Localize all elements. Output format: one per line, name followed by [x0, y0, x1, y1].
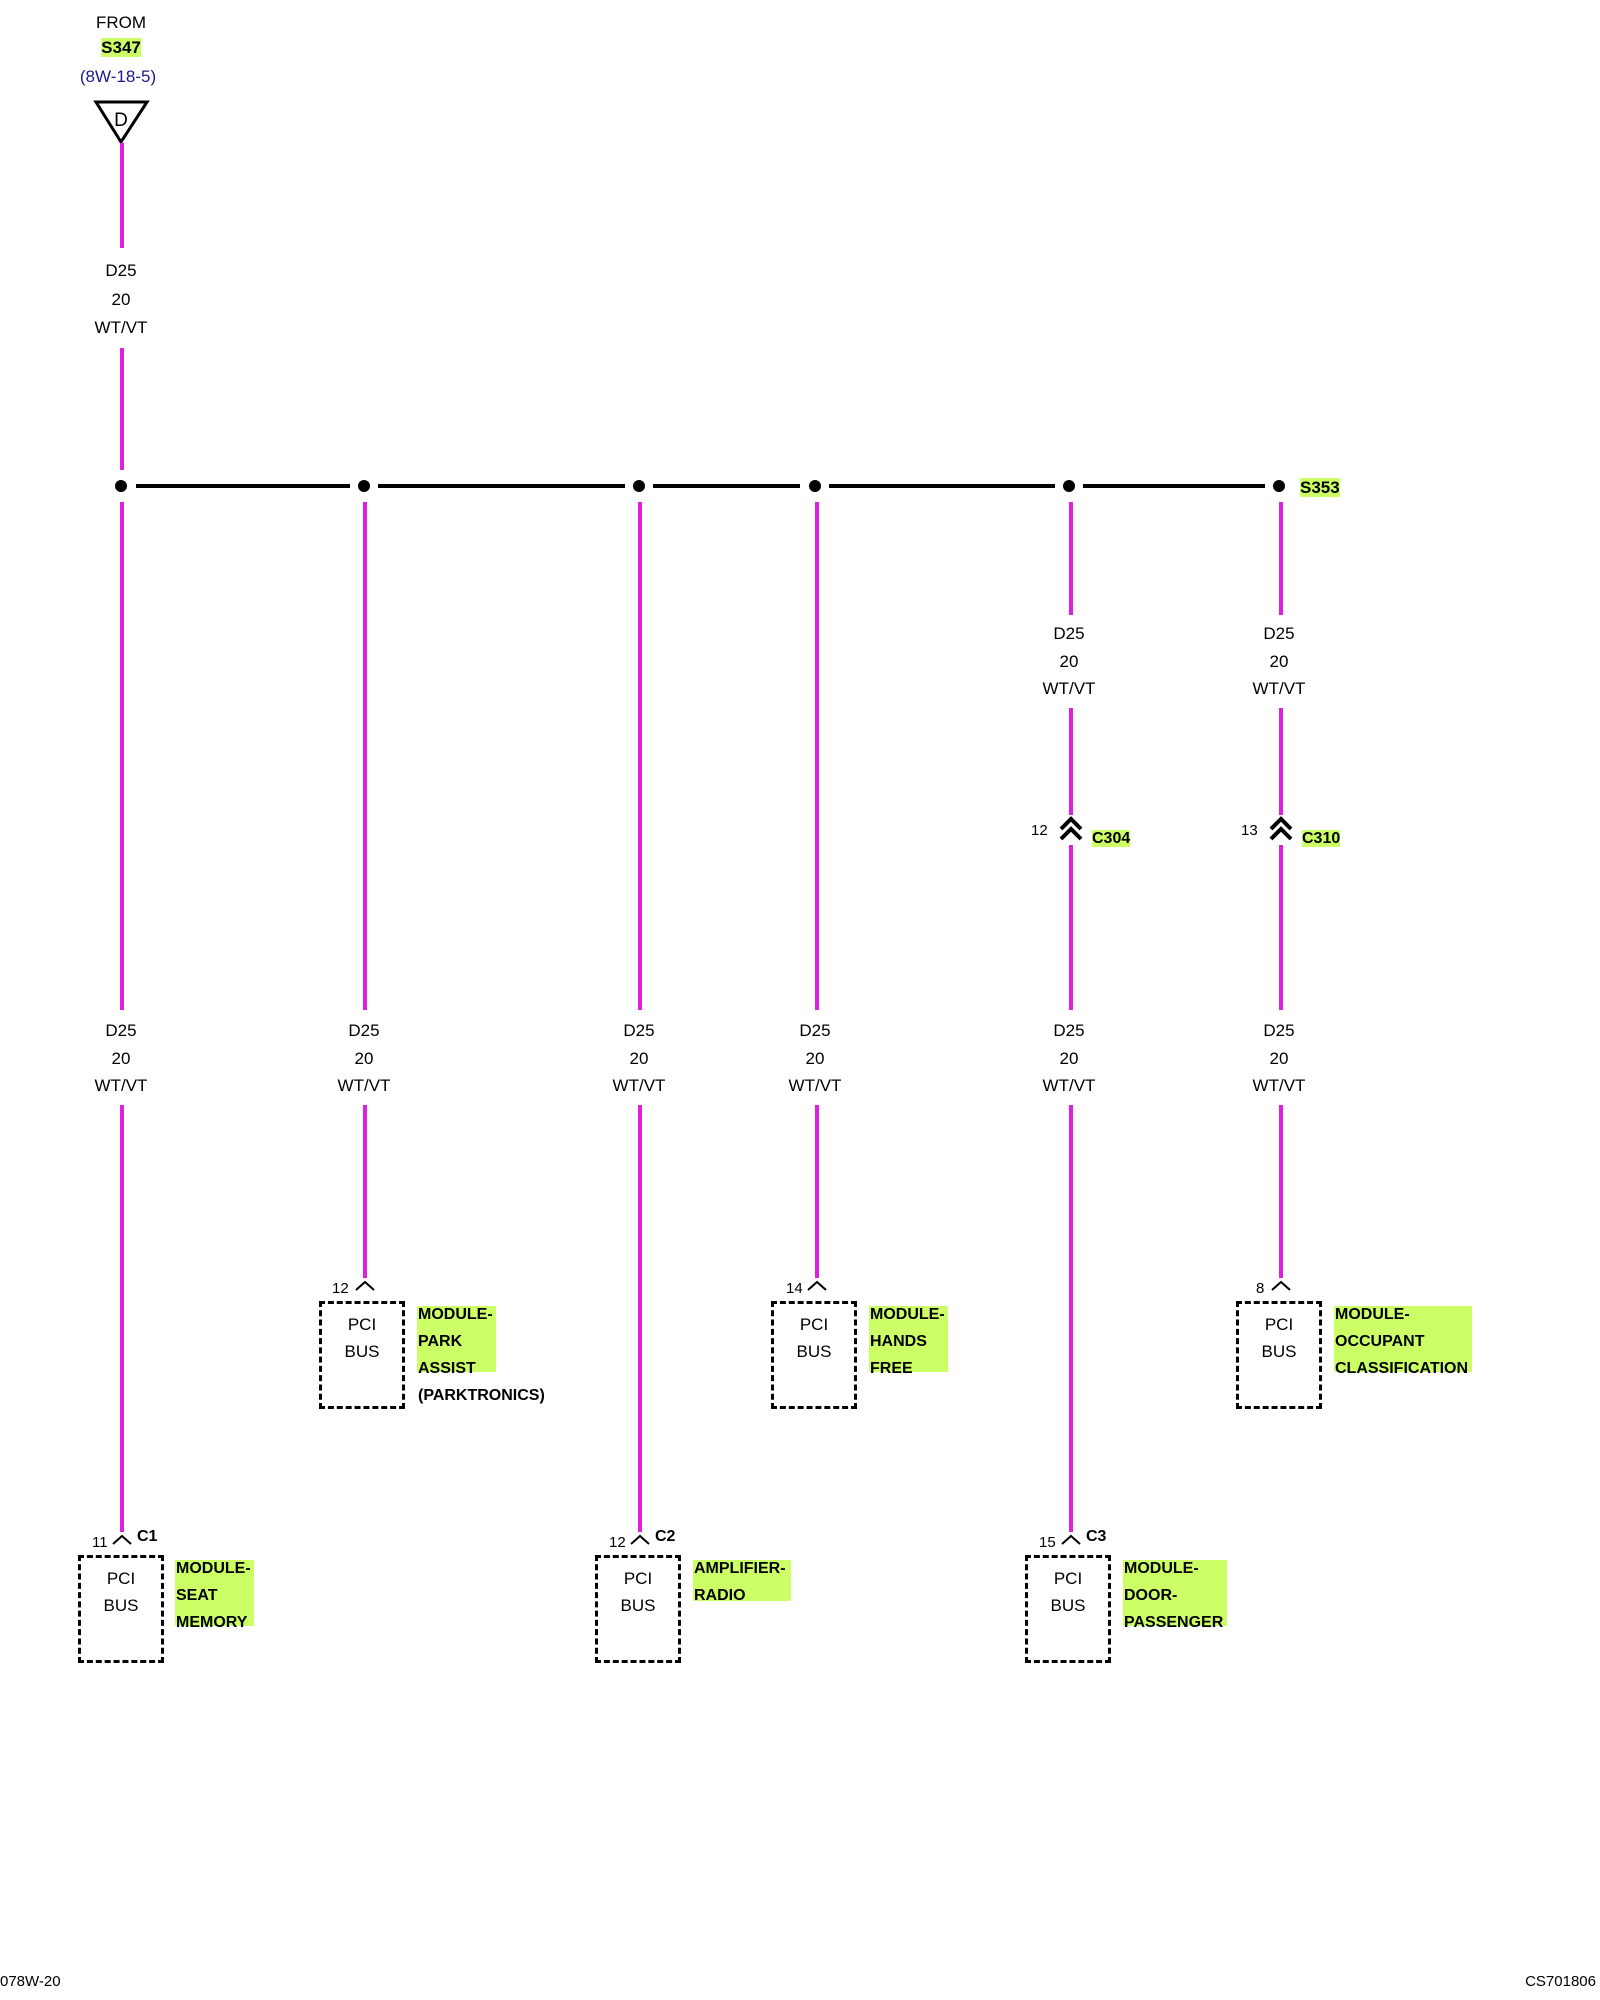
- wire-circuit: D25: [1053, 1021, 1085, 1040]
- source-page-ref: (8W-18-5): [79, 67, 157, 86]
- module-name: AMPLIFIER-RADIO: [694, 1560, 786, 1604]
- source-splice-label: S347: [101, 38, 141, 57]
- inline-connector-chevron: [1269, 816, 1293, 841]
- module-box: [595, 1555, 681, 1663]
- wire-color: WT/VT: [94, 1076, 148, 1095]
- wire-color: WT/VT: [1042, 679, 1096, 698]
- wire-gauge: 20: [1059, 652, 1079, 671]
- module-name-highlight: [1334, 1306, 1472, 1372]
- module-name-highlight: [417, 1306, 496, 1372]
- inline-connector-name: C304: [1092, 830, 1131, 847]
- wire-gauge: 20: [1059, 1049, 1079, 1068]
- module-pin: 14: [786, 1280, 803, 1297]
- wire-color: WT/VT: [612, 1076, 666, 1095]
- wire-circuit: D25: [348, 1021, 380, 1040]
- module-name-highlight: [1123, 1560, 1227, 1626]
- footer-right: CS701806: [1525, 1973, 1596, 1990]
- wire-circuit: D25: [799, 1021, 831, 1040]
- wire-gauge: 20: [1269, 652, 1289, 671]
- wire-gauge: 20: [629, 1049, 649, 1068]
- module-pin: 8: [1256, 1280, 1265, 1297]
- module-connector: C3: [1086, 1528, 1107, 1545]
- wire-circuit: D25: [1263, 624, 1295, 643]
- wire-circuit: D25: [1053, 624, 1085, 643]
- module-box: [771, 1301, 857, 1409]
- wire-color: WT/VT: [1042, 1076, 1096, 1095]
- wire-color: WT/VT: [337, 1076, 391, 1095]
- wire-color: WT/VT: [1252, 1076, 1306, 1095]
- module-pin: 15: [1039, 1534, 1056, 1551]
- from-label: FROM: [95, 13, 147, 32]
- module-pin: 11: [92, 1534, 108, 1551]
- end-splice-label: S353: [1300, 478, 1340, 497]
- module-name-highlight: [175, 1560, 254, 1626]
- wire-gauge: 20: [1269, 1049, 1289, 1068]
- footer-left: 078W-20: [0, 1973, 61, 1990]
- source-connector-symbol: [93, 100, 150, 145]
- module-box: [1025, 1555, 1111, 1663]
- pin-chevrons: [112, 1280, 1291, 1545]
- module-pin: 12: [332, 1280, 349, 1297]
- wire-color: WT/VT: [94, 318, 148, 337]
- wire-circuit: D25: [105, 261, 137, 280]
- branch-wires: [120, 502, 1283, 1532]
- inline-connector-name: C310: [1302, 830, 1341, 847]
- module-name: MODULE-DOOR-PASSENGER: [1124, 1560, 1224, 1631]
- wire-gauge: 20: [111, 290, 131, 309]
- module-pin: 12: [609, 1534, 626, 1551]
- module-connector: C1: [137, 1528, 158, 1545]
- module-box: [78, 1555, 164, 1663]
- module-name-highlight: [869, 1306, 948, 1372]
- module-name-highlight: [693, 1560, 791, 1601]
- wire-gauge: 20: [805, 1049, 825, 1068]
- wire-circuit: D25: [105, 1021, 137, 1040]
- wire-color: WT/VT: [788, 1076, 842, 1095]
- module-box: [319, 1301, 405, 1409]
- wire-circuit: D25: [623, 1021, 655, 1040]
- wire-gauge: 20: [111, 1049, 131, 1068]
- wire-gauge: 20: [354, 1049, 374, 1068]
- inline-connector-pin: 13: [1241, 822, 1258, 839]
- inline-connector-pin: 12: [1031, 822, 1048, 839]
- module-connector: C2: [655, 1528, 676, 1545]
- wire-color: WT/VT: [1252, 679, 1306, 698]
- inline-connector-chevron: [1059, 816, 1083, 841]
- wire-circuit: D25: [1263, 1021, 1295, 1040]
- module-box: [1236, 1301, 1322, 1409]
- splice-nodes: [115, 480, 1285, 492]
- source-connector-letter: D: [114, 110, 128, 131]
